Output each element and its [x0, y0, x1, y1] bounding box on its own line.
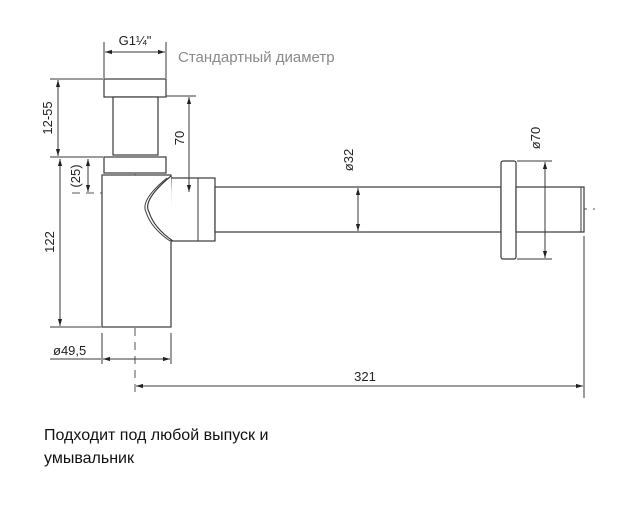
body-diameter-label: ø49,5	[53, 343, 86, 358]
standard-diameter-note: Стандартный диаметр	[178, 49, 335, 66]
outlet-fitting	[170, 177, 216, 242]
adjust-range-label: 12-55	[40, 101, 55, 134]
trap-parts	[101, 78, 585, 328]
inlet-stem	[112, 96, 159, 156]
outlet-height-label: 70	[172, 131, 187, 145]
pipe-diameter-label: ø32	[341, 149, 356, 171]
flange-diameter-label: ø70	[528, 127, 543, 149]
top-nut	[103, 78, 167, 98]
length-label: 321	[354, 369, 376, 384]
thread-label: G1¼"	[119, 33, 152, 48]
pipe-end	[515, 186, 585, 233]
caption: Подходит под любой выпуск и умывальник	[44, 427, 269, 467]
wall-flange	[500, 160, 517, 260]
lower-nut	[103, 156, 167, 174]
internal-curve	[147, 175, 174, 242]
height-label: 122	[42, 231, 57, 253]
offset-label: (25)	[68, 164, 83, 187]
